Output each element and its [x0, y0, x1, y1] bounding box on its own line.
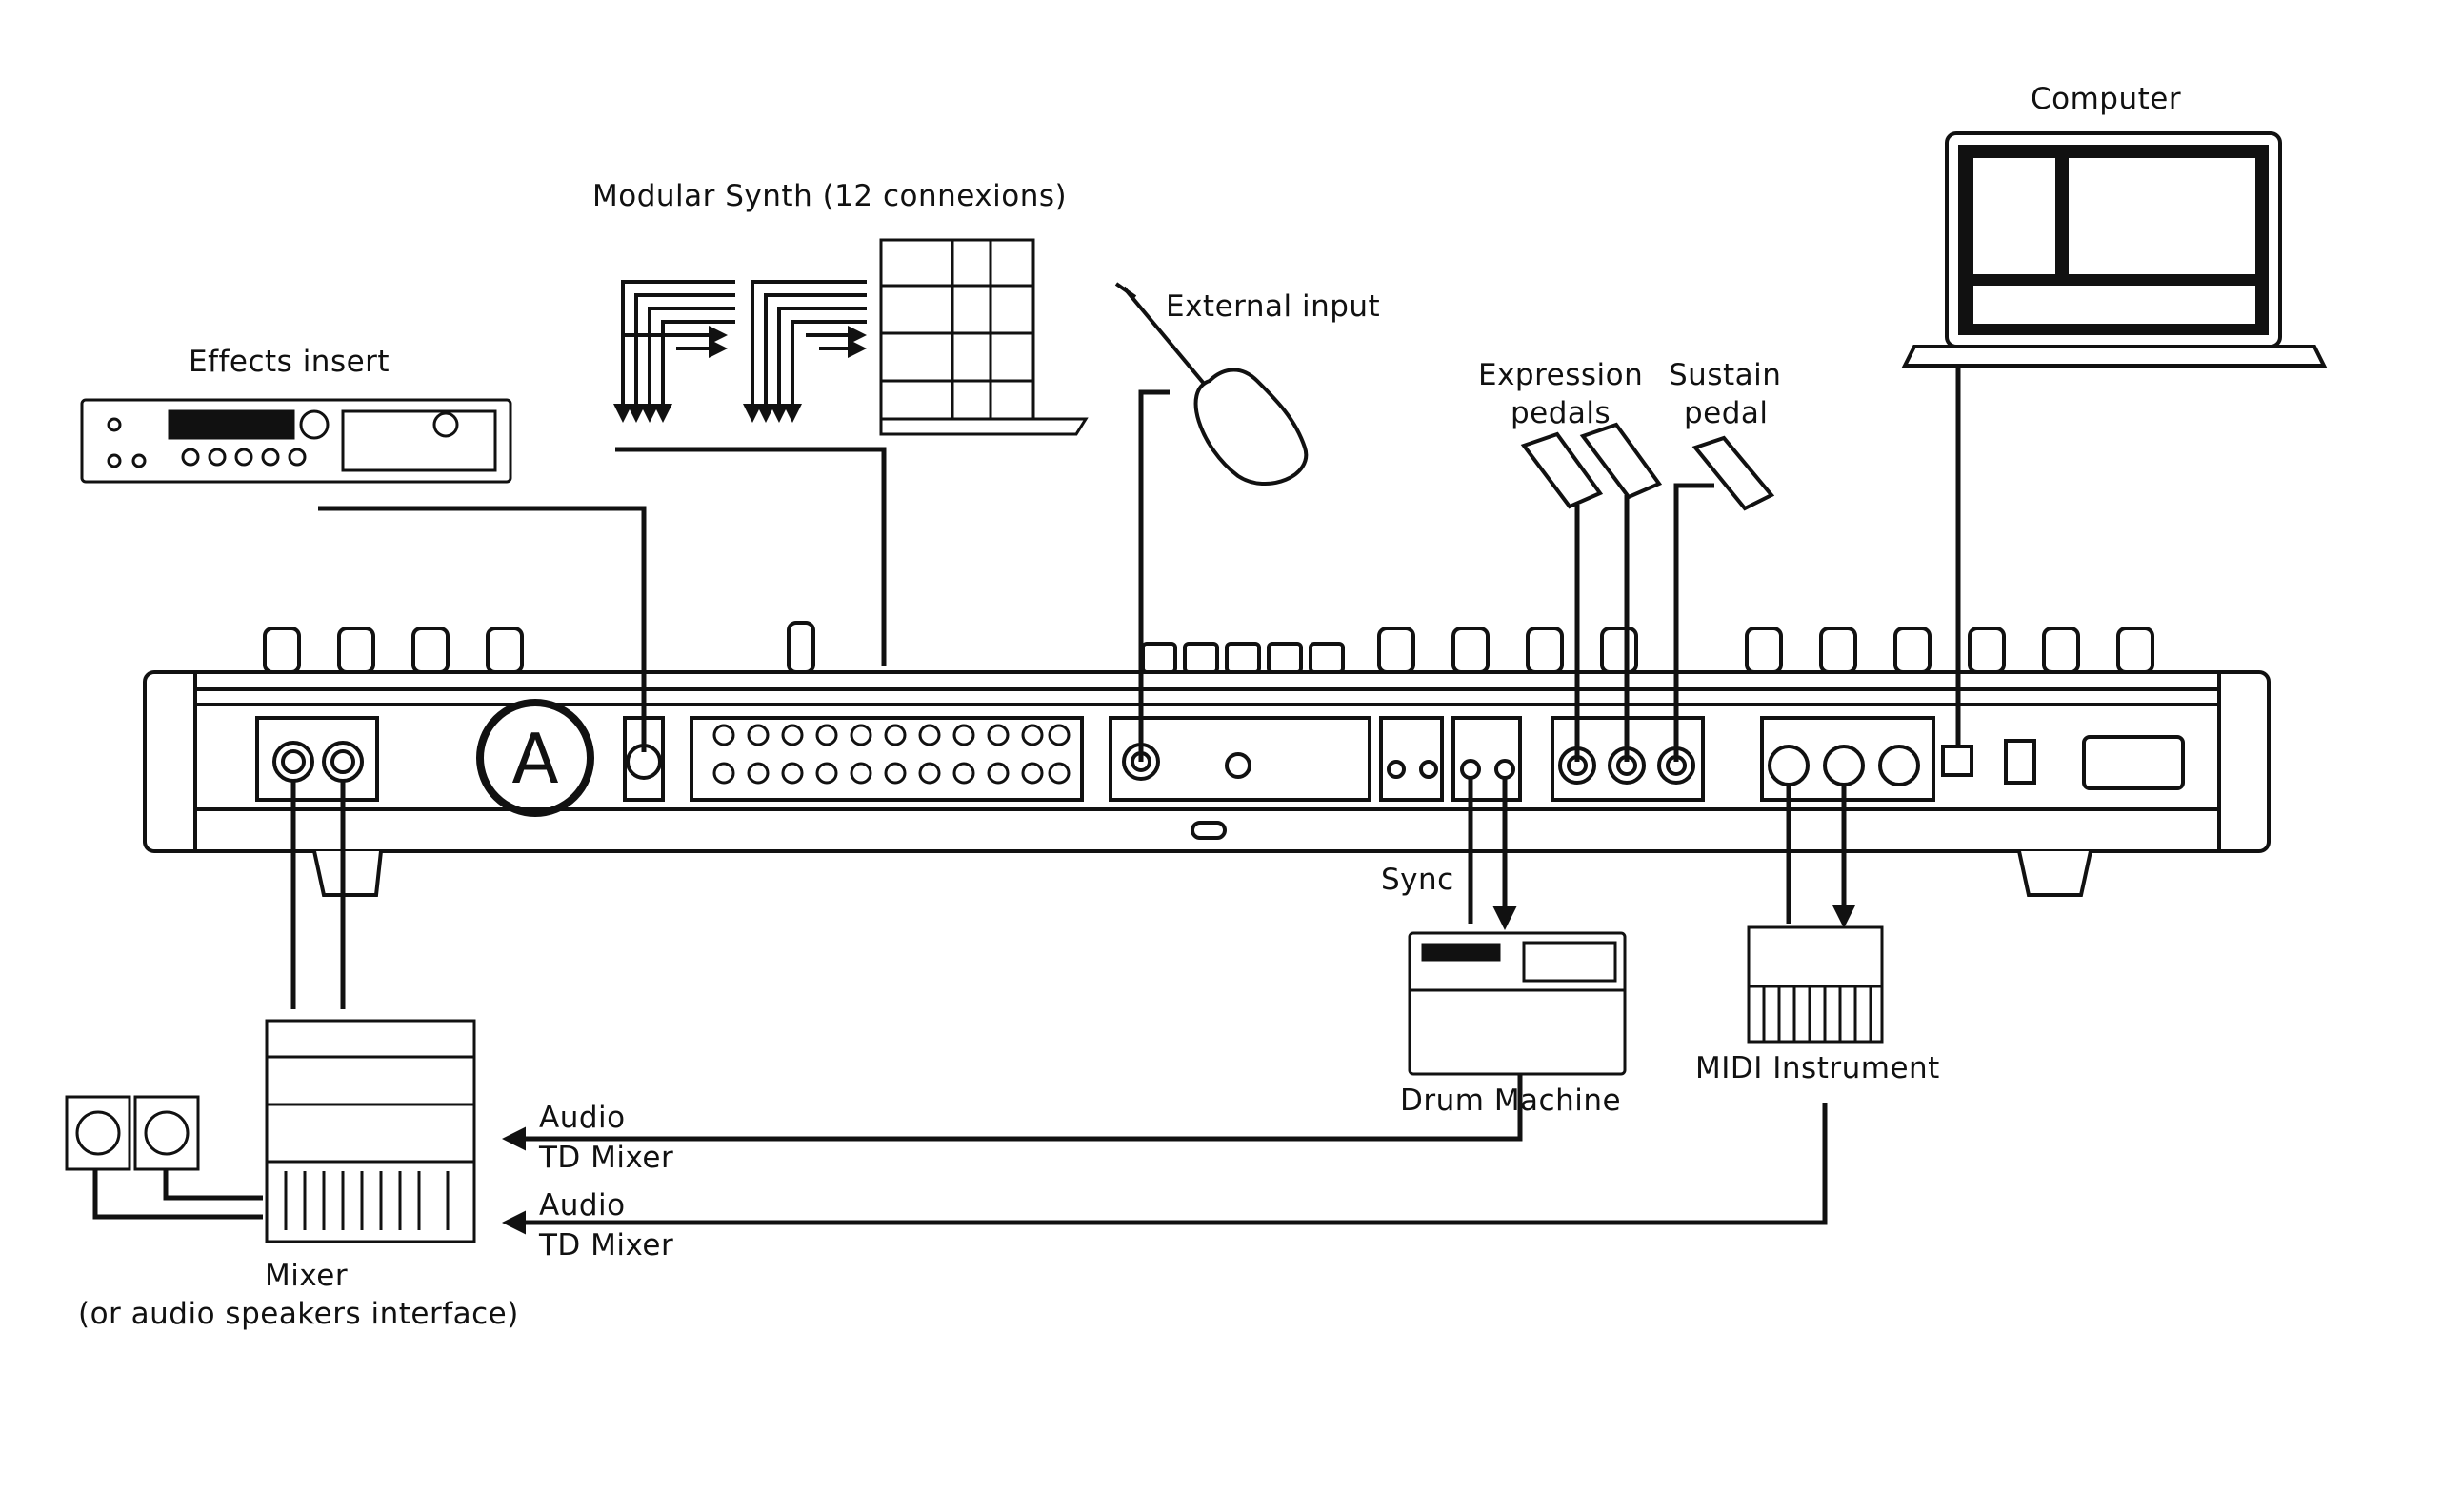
cable-midi-audio: [507, 1103, 1825, 1223]
drum-machine-icon: [1410, 933, 1625, 1074]
top-knobs: [265, 623, 2152, 672]
cable-speakers-2: [166, 1169, 263, 1198]
cable-speakers-1: [95, 1169, 263, 1217]
mixer-icon: [267, 1021, 474, 1242]
label-effects-insert: Effects insert: [189, 343, 390, 381]
modular-synth-cables: [623, 282, 867, 419]
cable-drum-audio: [507, 1074, 1520, 1139]
label-mixer-line2: (or audio speakers interface): [78, 1295, 519, 1333]
label-expression-pedals-line2: pedals: [1511, 394, 1611, 432]
label-midi-instrument: MIDI Instrument: [1695, 1049, 1940, 1087]
label-mixer-line1: Mixer: [265, 1257, 348, 1295]
label-sync: Sync: [1381, 861, 1454, 899]
cable-modular: [615, 449, 884, 666]
label-audio-1: Audio: [539, 1099, 626, 1137]
computer-icon: [1905, 133, 2324, 366]
label-td-mixer-1: TD Mixer: [539, 1139, 673, 1177]
label-audio-2: Audio: [539, 1186, 626, 1224]
keyboard-back-panel: [145, 623, 2269, 895]
effects-rack-device: [82, 400, 510, 482]
label-external-input: External input: [1166, 288, 1380, 326]
label-drum-machine: Drum Machine: [1400, 1082, 1621, 1120]
midi-instrument-icon: [1749, 927, 1882, 1042]
modular-synth-device: [881, 240, 1086, 434]
panel-logo: A: [511, 719, 558, 799]
speakers-icon: [67, 1097, 198, 1169]
label-sustain-pedal-line2: pedal: [1684, 394, 1769, 432]
label-computer: Computer: [2031, 80, 2181, 118]
expression-pedals-icon: [1524, 425, 1659, 507]
sustain-pedal-icon: [1695, 438, 1771, 508]
label-modular-synth: Modular Synth (12 connexions): [592, 177, 1067, 215]
label-td-mixer-2: TD Mixer: [539, 1226, 673, 1264]
label-sustain-pedal-line1: Sustain: [1669, 356, 1781, 394]
label-expression-pedals-line1: Expression: [1478, 356, 1643, 394]
